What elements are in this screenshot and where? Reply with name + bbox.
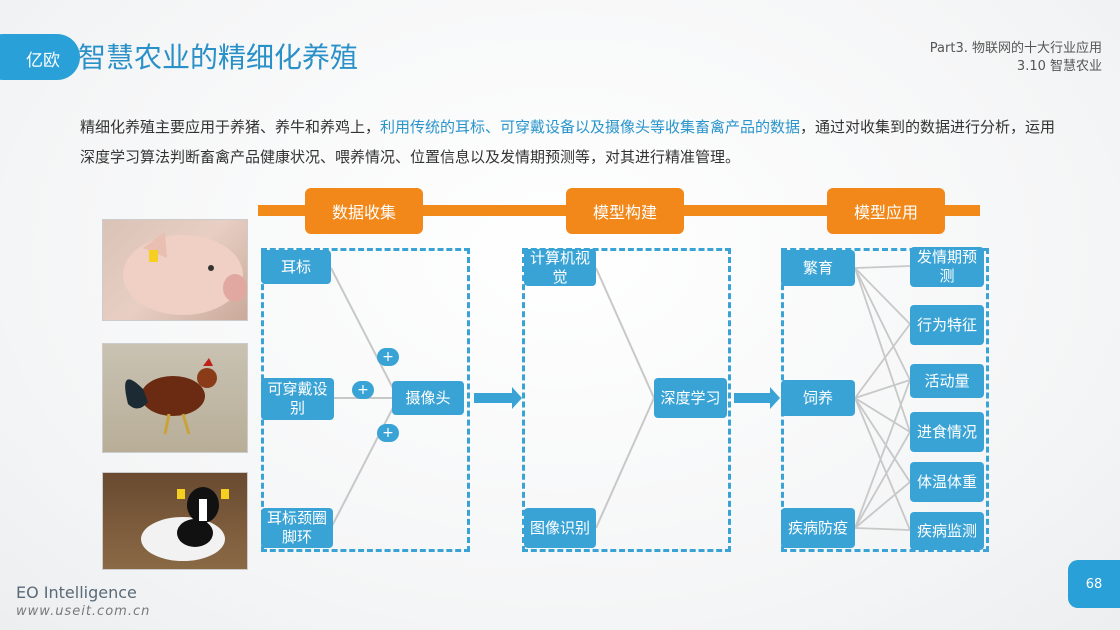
node-ear-collar-ankle: 耳标颈圈脚环: [261, 508, 333, 548]
stage-model-building: 模型构建: [566, 188, 684, 234]
node-ear-tag: 耳标: [261, 250, 331, 284]
intro-highlight: 利用传统的耳标、可穿戴设备以及摄像头等收集畜禽产品的数据: [380, 118, 801, 136]
node-activity: 活动量: [910, 364, 984, 398]
plus-icon: +: [352, 381, 374, 399]
node-deep-learning: 深度学习: [654, 378, 727, 418]
stage-data-collection: 数据收集: [305, 188, 423, 234]
node-behavior: 行为特征: [910, 305, 984, 345]
apply-edges: [854, 265, 911, 531]
edge-image-dl: [595, 397, 655, 529]
build-group: [522, 248, 731, 552]
arrow-build-apply: [734, 387, 780, 409]
section-label: Part3. 物联网的十大行业应用 3.10 智慧农业: [930, 40, 1102, 76]
page-number: 68: [1068, 560, 1120, 608]
node-feeding: 饲养: [781, 380, 855, 416]
rooster-photo: [102, 343, 248, 453]
node-disease-prevention: 疾病防疫: [781, 508, 855, 548]
part-label: Part3. 物联网的十大行业应用: [929, 41, 1102, 56]
subsection-label: 3.10 智慧农业: [1016, 59, 1102, 74]
calf-photo: [102, 472, 248, 570]
page-title: 智慧农业的精细化养殖: [78, 41, 359, 74]
plus-icon: +: [377, 424, 399, 442]
footer-brand: EO Intelligence: [16, 583, 137, 602]
node-wearable: 可穿戴设别: [261, 378, 334, 420]
node-estrus-prediction: 发情期预测: [910, 247, 984, 287]
plus-icon: +: [377, 348, 399, 366]
node-breeding: 繁育: [781, 250, 855, 286]
intro-paragraph: 精细化养殖主要应用于养猪、养牛和养鸡上，利用传统的耳标、可穿戴设备以及摄像头等收…: [80, 112, 1070, 172]
node-computer-vision: 计算机视觉: [524, 249, 596, 286]
pig-photo: [102, 219, 248, 321]
node-intake: 进食情况: [910, 412, 984, 452]
node-image-recognition: 图像识别: [524, 508, 596, 548]
logo: 亿欧: [26, 51, 60, 71]
footer-watermark: www.useit.com.cn: [16, 604, 151, 619]
stage-model-application: 模型应用: [827, 188, 945, 234]
intro-text-1: 精细化养殖主要应用于养猪、养牛和养鸡上，: [80, 118, 381, 136]
logo-badge: [0, 34, 80, 80]
edge-vision-dl: [595, 267, 655, 399]
intro-text-2: ，通过对收集到的数据进行分析，运用深度学习算法判断畜禽产品健康状况、喂养情况、位…: [80, 118, 1056, 166]
node-temp-weight: 体温体重: [910, 462, 984, 502]
node-disease-monitor: 疾病监测: [910, 512, 984, 550]
node-camera: 摄像头: [392, 381, 464, 415]
edge-eartag-camera: [330, 267, 399, 399]
edge-collar-camera: [330, 397, 399, 529]
arrow-collect-build: [474, 387, 522, 409]
